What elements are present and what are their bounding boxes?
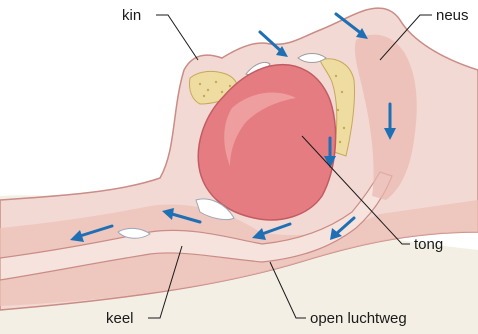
label-nose: neus <box>436 7 469 24</box>
leader-line-chin <box>156 15 198 60</box>
label-chin: kin <box>122 7 141 24</box>
label-airway: open luchtweg <box>310 310 407 327</box>
label-throat: keel <box>106 310 134 327</box>
label-tongue: tong <box>414 236 443 253</box>
